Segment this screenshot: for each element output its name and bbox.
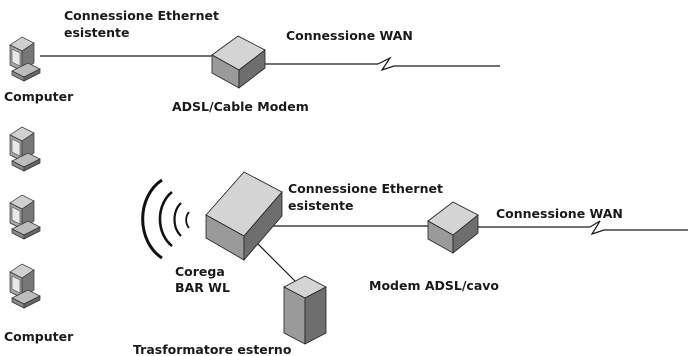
ethernet-label-top-2: esistente: [64, 25, 129, 40]
router-label-2: BAR WL: [175, 280, 230, 295]
computer-label-top: Computer: [4, 89, 74, 104]
wan-label-top: Connessione WAN: [286, 28, 413, 43]
router-icon: [205, 171, 283, 262]
transformer-label: Trasformatore esterno: [133, 342, 292, 356]
modem-icon: [427, 201, 479, 254]
ethernet-label-bottom-1: Connessione Ethernet: [288, 181, 443, 196]
wan-label-bottom: Connessione WAN: [496, 206, 623, 221]
ethernet-label-top-1: Connessione Ethernet: [64, 8, 219, 23]
router-label-1: Corega: [175, 264, 225, 279]
computer-icon: [9, 263, 41, 309]
transformer-icon: [283, 275, 327, 345]
modem-label-top: ADSL/Cable Modem: [172, 99, 309, 114]
modem-icon: [211, 35, 266, 89]
ethernet-label-bottom-2: esistente: [288, 198, 353, 213]
computer-label-bottom: Computer: [4, 329, 74, 344]
wan-zigzag-bottom: [589, 220, 688, 236]
computer-icon: [9, 194, 41, 240]
power-link: [251, 237, 297, 283]
computer-icon: [9, 36, 41, 82]
wireless-signal-icon: [141, 178, 190, 260]
computer-icon: [9, 126, 41, 172]
modem-label-bottom: Modem ADSL/cavo: [369, 278, 499, 293]
wan-zigzag-top: [377, 56, 500, 72]
